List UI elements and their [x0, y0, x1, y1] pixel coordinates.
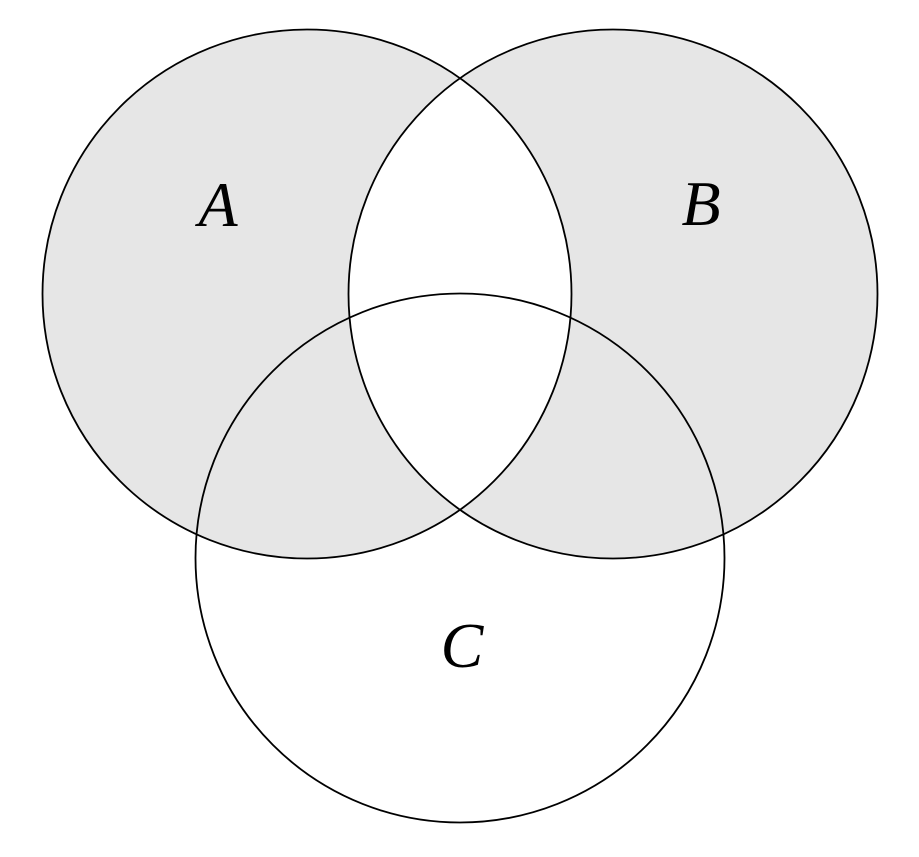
label-set-c: C	[441, 610, 485, 681]
shaded-region-a-xor-b	[42, 29, 878, 559]
label-set-a: A	[194, 169, 238, 240]
circle-c-outline	[194, 292, 726, 824]
circle-b-outline	[347, 28, 879, 560]
circle-a-outline	[41, 28, 573, 560]
label-set-b: B	[681, 168, 720, 239]
